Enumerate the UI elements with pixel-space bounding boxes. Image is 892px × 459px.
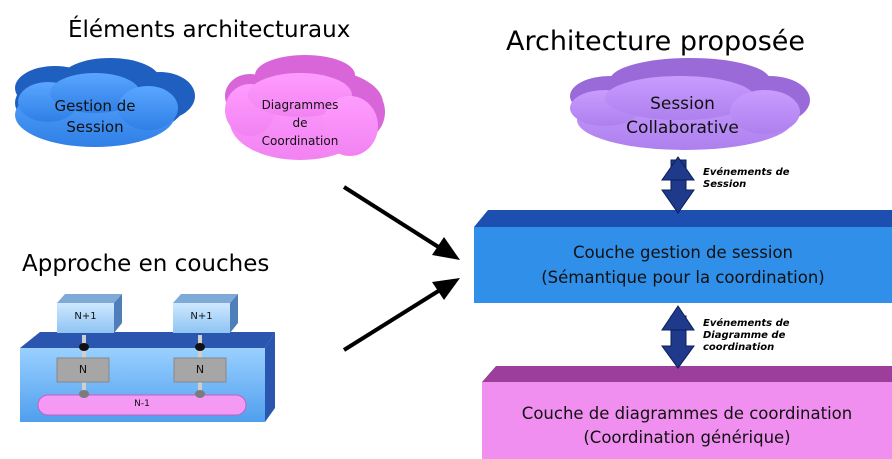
arrow-head-lower: [432, 278, 460, 300]
cloud-collaborative-session: [570, 58, 810, 150]
right-title: Architecture proposée: [506, 26, 805, 57]
cloud-session-label: Gestion de Session: [54, 97, 136, 136]
double-arrow-session-events: [661, 156, 695, 214]
session-layer-label: Couche gestion de session (Sémantique po…: [541, 243, 825, 287]
double-arrow-diagram-events: [661, 305, 695, 369]
layer-upper-left-label: N+1: [74, 311, 97, 322]
diagram-layer-box: [482, 366, 892, 459]
arrow-head-upper: [432, 237, 460, 260]
event-diagram-label: Evénements de Diagramme de coordination: [703, 318, 790, 353]
layer-lower-label: N-1: [134, 399, 150, 409]
left-title: Éléments architecturaux: [68, 17, 351, 43]
diagram-layer-label: Couche de diagrammes de coordination (Co…: [521, 404, 853, 447]
converging-arrows: [342, 185, 442, 352]
cloud-collab-label: Session Collaborative: [626, 94, 739, 138]
layered-approach-illustration: [20, 294, 275, 422]
layer-upper-right-label: N+1: [190, 311, 213, 322]
layer-middle-left-label: N: [78, 363, 88, 376]
layered-title: Approche en couches: [22, 251, 270, 277]
event-session-label: Evénements de Session: [703, 167, 790, 190]
layer-middle-right-label: N: [195, 363, 205, 376]
session-layer-box: [474, 210, 892, 303]
cloud-coordination-diagrams: [225, 55, 385, 160]
cloud-diagrams-label: Diagrammes de Coordination: [261, 98, 339, 148]
cloud-session-management: [15, 58, 195, 147]
